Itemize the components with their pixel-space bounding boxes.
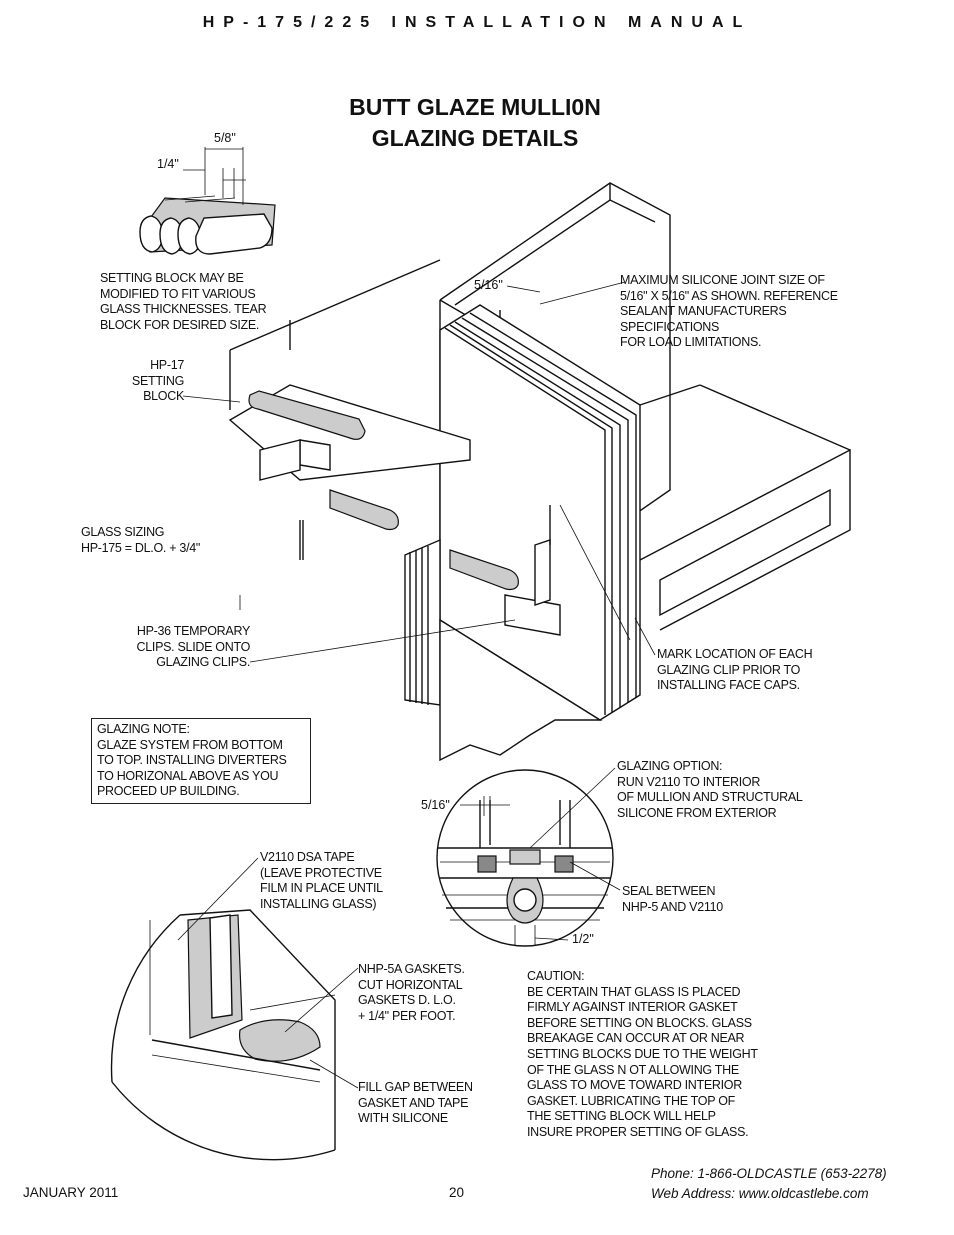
seal-between-callout: SEAL BETWEEN NHP-5 AND V2110	[622, 884, 723, 914]
mark-location-callout: MARK LOCATION OF EACH GLAZING CLIP PRIOR…	[657, 647, 813, 693]
nhp5a-gaskets-callout: NHP-5A GASKETS. CUT HORIZONTAL GASKETS D…	[358, 962, 465, 1023]
glazing-option-callout: GLAZING OPTION: RUN V2110 TO INTERIOR OF…	[617, 759, 803, 820]
max-silicone-callout: MAXIMUM SILICONE JOINT SIZE OF 5/16" X 5…	[620, 273, 838, 350]
fill-gap-callout: FILL GAP BETWEEN GASKET AND TAPE WITH SI…	[358, 1080, 473, 1126]
hp36-callout: HP-36 TEMPORARY CLIPS. SLIDE ONTO GLAZIN…	[136, 624, 251, 670]
manual-header: HP-175/225 INSTALLATION MANUAL	[202, 14, 752, 31]
hp17-callout: HP-17 SETTING BLOCK	[131, 358, 184, 404]
page-number: 20	[449, 1185, 465, 1200]
footer-web: Web Address: www.oldcastlebe.com	[651, 1186, 869, 1201]
mullion-section-detail	[436, 769, 614, 947]
mullion-assembly	[228, 182, 851, 762]
caution-callout: CAUTION: BE CERTAIN THAT GLASS IS PLACED…	[527, 969, 758, 1139]
footer-phone: Phone: 1-866-OLDCASTLE (653-2278)	[651, 1166, 887, 1181]
dim-five-sixteenths-detail: 5/16"	[421, 798, 450, 812]
page-title-line2: GLAZING DETAILS	[371, 125, 579, 151]
setting-block-note: SETTING BLOCK MAY BE MODIFIED TO FIT VAR…	[100, 271, 267, 332]
dim-five-sixteenths-top: 5/16"	[474, 278, 503, 292]
glass-sizing-callout: GLASS SIZING HP-175 = DL.O. + 3/4"	[81, 525, 201, 555]
gasket-detail	[110, 909, 336, 1161]
glazing-note-box: GLAZING NOTE: GLAZE SYSTEM FROM BOTTOM T…	[91, 718, 311, 804]
dim-quarter: 1/4"	[157, 157, 179, 171]
v2110-tape-callout: V2110 DSA TAPE (LEAVE PROTECTIVE FILM IN…	[260, 850, 383, 911]
page-title-line1: BUTT GLAZE MULLI0N	[349, 94, 601, 120]
setting-block-illustration	[139, 195, 276, 255]
footer-date: JANUARY 2011	[23, 1185, 119, 1200]
dim-five-eighths: 5/8"	[214, 131, 236, 145]
dim-half: 1/2"	[572, 932, 594, 946]
